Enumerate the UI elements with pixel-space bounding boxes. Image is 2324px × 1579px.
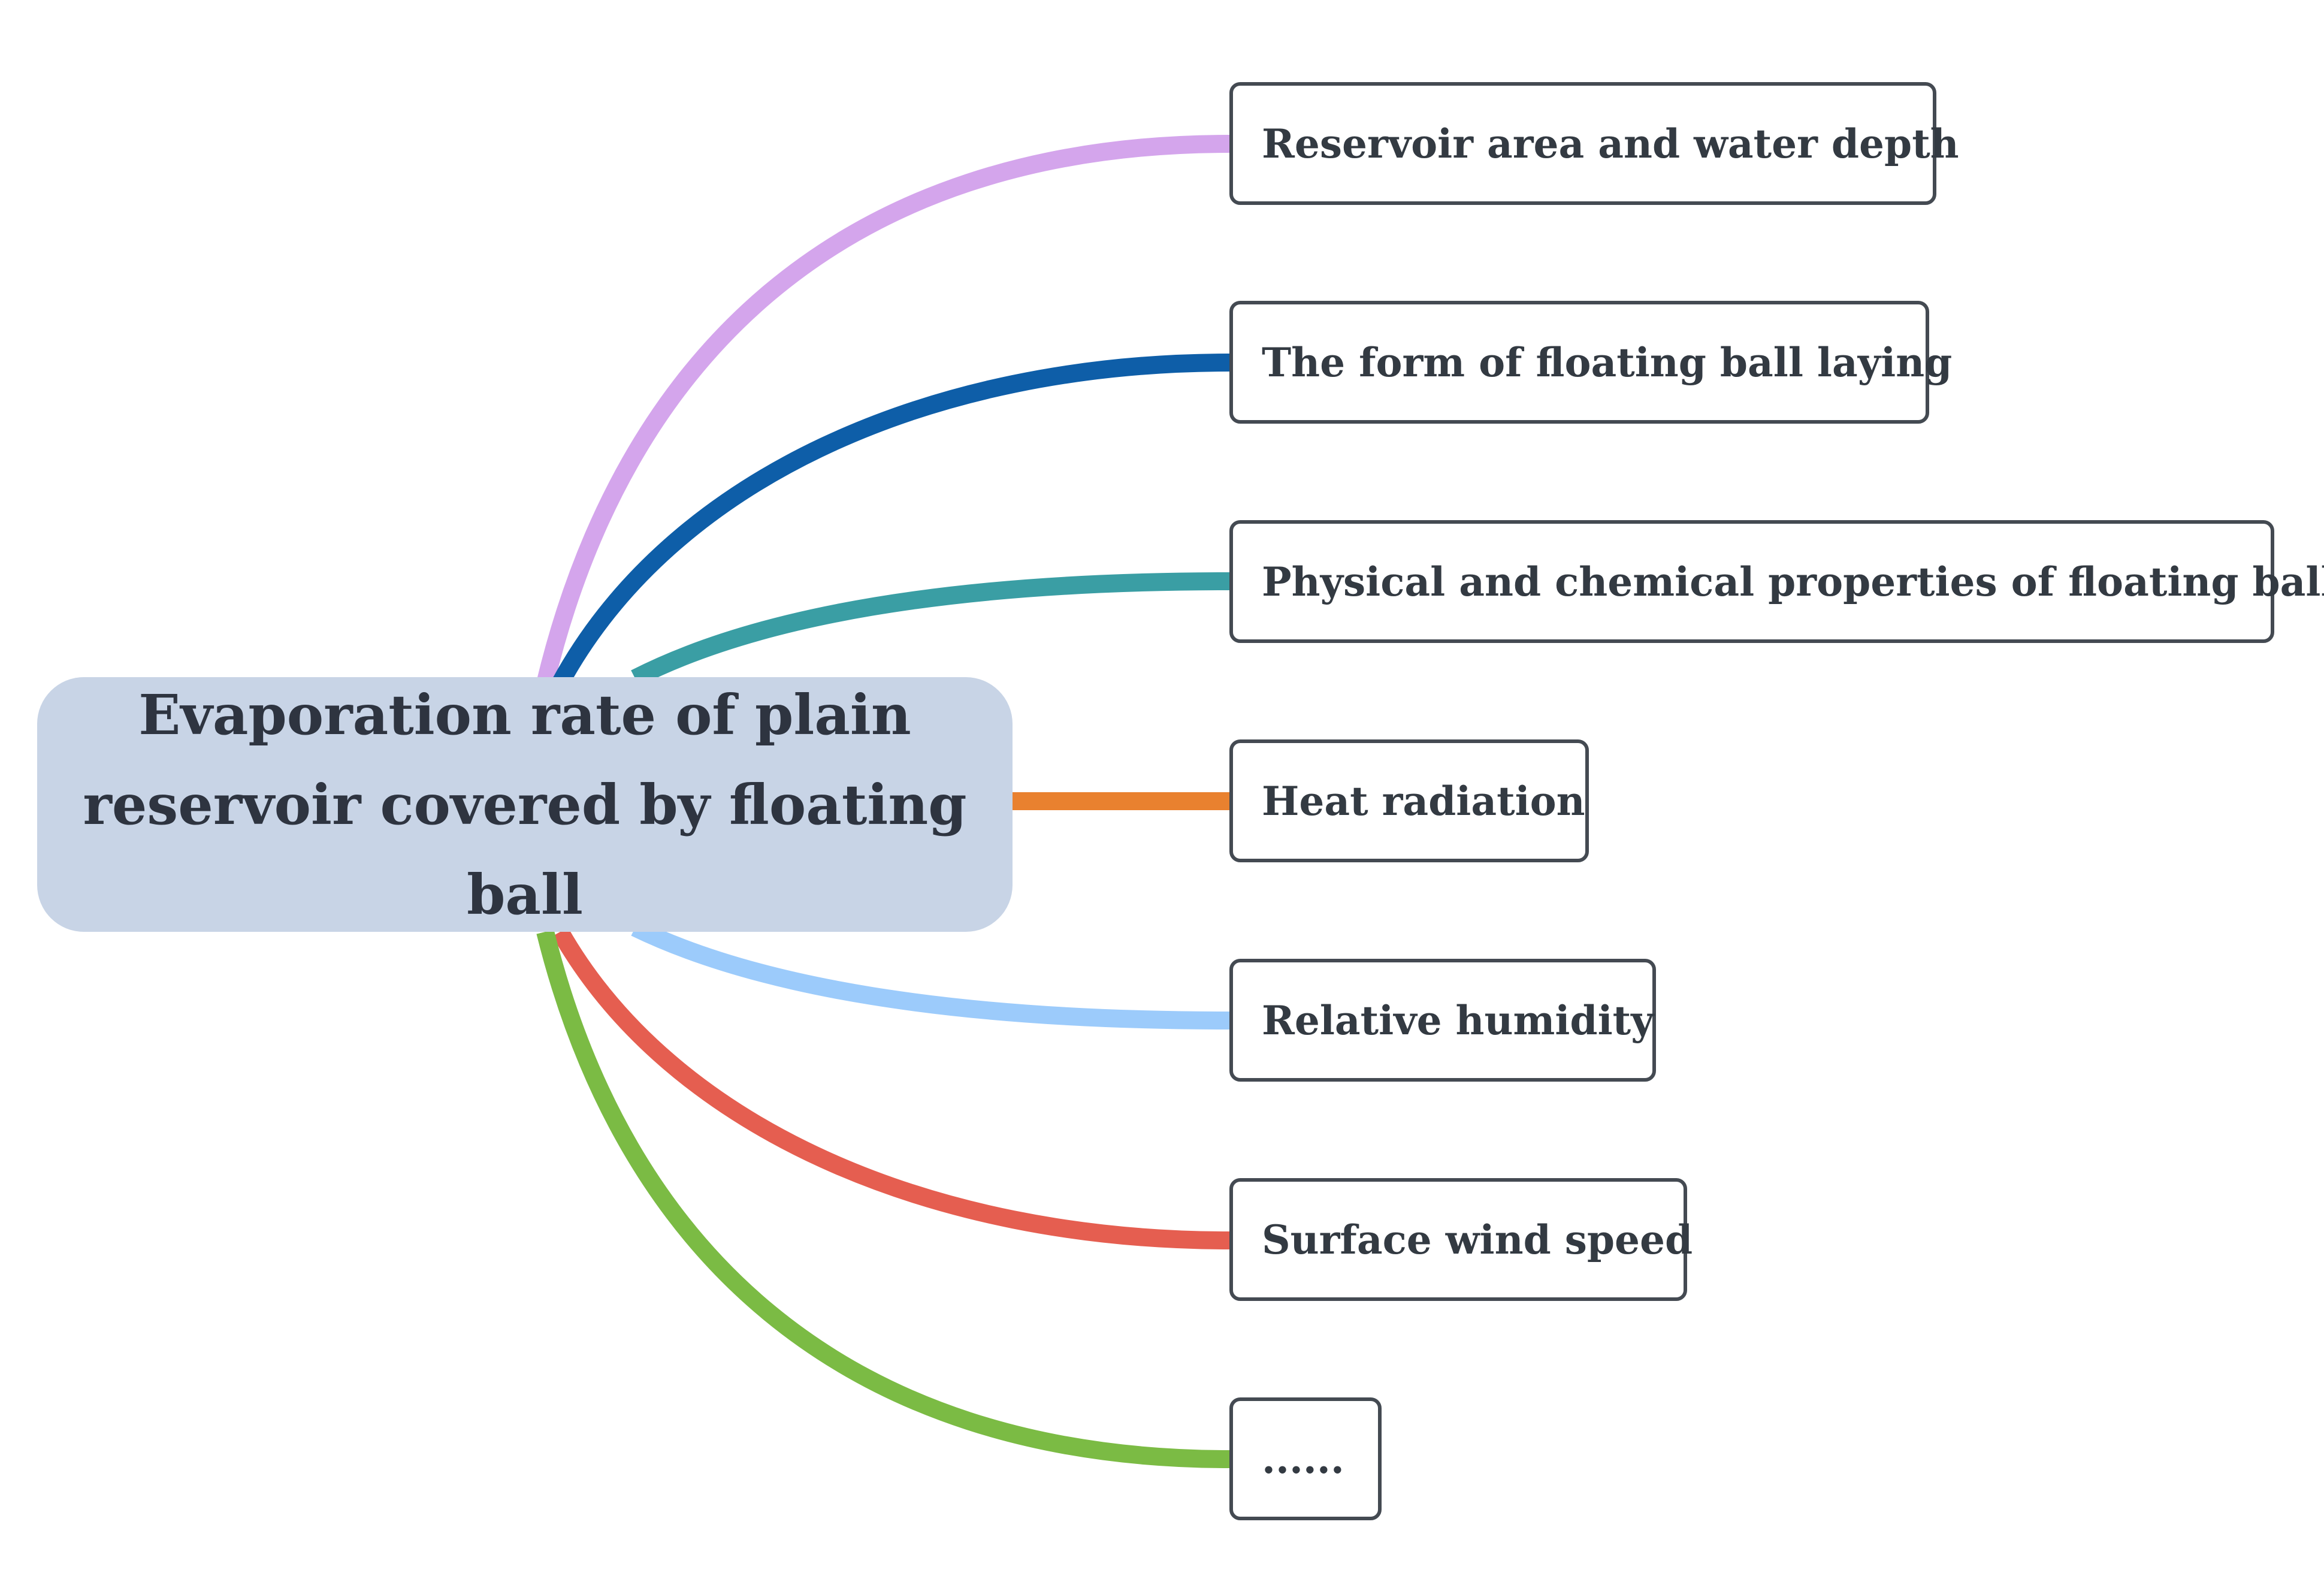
node-label: Reservoir area and water depth bbox=[1262, 120, 1959, 167]
branch-relative-humidity bbox=[631, 919, 1230, 1029]
node-floating-ball-laying[interactable]: The form of floating ball laying bbox=[1229, 301, 1952, 424]
node-ellipsis[interactable]: ...... bbox=[1229, 1397, 1382, 1520]
node-relative-humidity[interactable]: Relative humidity bbox=[1229, 959, 1656, 1082]
node-label: Physical and chemical properties of floa… bbox=[1262, 558, 2324, 605]
branch-surface-wind-speed bbox=[552, 927, 1230, 1249]
node-surface-wind-speed[interactable]: Surface wind speed bbox=[1229, 1178, 1693, 1301]
root-node[interactable]: Evaporation rate of plain reservoir cove… bbox=[37, 677, 1013, 932]
root-label: Evaporation rate of plain reservoir cove… bbox=[83, 682, 967, 927]
node-label: ...... bbox=[1262, 1435, 1344, 1483]
node-reservoir-area[interactable]: Reservoir area and water depth bbox=[1229, 82, 1959, 205]
branch-floating-ball-laying bbox=[552, 354, 1230, 688]
node-label: Relative humidity bbox=[1262, 997, 1654, 1044]
node-label: Surface wind speed bbox=[1262, 1216, 1693, 1263]
node-label: Heat radiation bbox=[1262, 777, 1585, 825]
node-label: The form of floating ball laying bbox=[1262, 339, 1953, 386]
branch-reservoir-area bbox=[536, 135, 1230, 686]
node-physical-chemical-properties[interactable]: Physical and chemical properties of floa… bbox=[1229, 520, 2324, 643]
branch-physical-chemical-properties bbox=[631, 572, 1230, 687]
branch-ellipsis bbox=[536, 929, 1230, 1468]
node-heat-radiation[interactable]: Heat radiation bbox=[1229, 739, 1589, 862]
